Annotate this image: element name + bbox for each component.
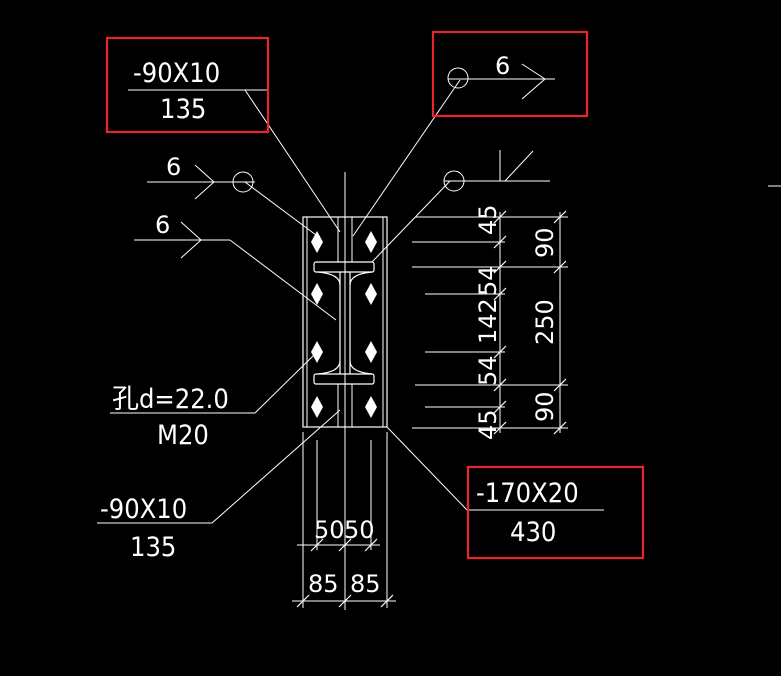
bottom-right-plate-label: -170X20	[476, 478, 579, 509]
leader-right-weld	[371, 150, 550, 263]
weld-size-left-lower: 6	[155, 211, 170, 239]
bolt-marker	[311, 341, 323, 363]
leader-bolt-hole: 孔d=22.0 M20	[110, 354, 315, 451]
dim-right-inner-2: 54	[474, 265, 502, 296]
bolt-spec-label: M20	[157, 420, 209, 451]
bolt-marker	[365, 396, 377, 418]
highlight-box-top-left	[105, 36, 270, 134]
dim-bottom-inner-1: 50	[314, 516, 345, 544]
right-dimension-chain: 45 54 142 54 45 90 250 90	[412, 204, 568, 440]
bolt-group	[311, 231, 377, 418]
i-beam-section	[313, 261, 375, 385]
bolt-marker	[365, 341, 377, 363]
bolt-marker	[311, 396, 323, 418]
weld-size-left-upper: 6	[166, 153, 181, 181]
dim-right-inner-1: 45	[474, 204, 502, 235]
dim-right-inner-4: 54	[474, 355, 502, 386]
stiffener-plates	[337, 216, 353, 428]
dim-right-inner-5: 45	[474, 409, 502, 440]
bolt-hole-label: 孔d=22.0	[112, 384, 229, 415]
bolt-marker	[365, 283, 377, 305]
dim-right-outer-1: 90	[531, 227, 559, 258]
top-left-length-label: 135	[160, 94, 206, 125]
dim-bottom-inner-2: 50	[344, 516, 375, 544]
bolt-marker	[365, 231, 377, 253]
dim-right-inner-3: 142	[474, 298, 502, 344]
bottom-dimension-chain: 50 50 85 85	[292, 432, 396, 608]
dim-bottom-outer-2: 85	[350, 570, 381, 598]
weld-size-top-right: 6	[495, 52, 510, 80]
bottom-left-plate-label: -90X10	[100, 494, 187, 525]
leader-top-right-weld: 6	[352, 52, 555, 237]
leader-bottom-right-plate: -170X20 430	[386, 426, 604, 548]
leader-bottom-left-plate: -90X10 135	[97, 409, 341, 563]
bottom-left-length-label: 135	[130, 532, 176, 563]
bolt-marker	[311, 283, 323, 305]
highlight-box-bottom-right	[466, 465, 645, 560]
dim-right-outer-3: 90	[531, 391, 559, 422]
dim-bottom-outer-1: 85	[308, 570, 339, 598]
top-left-plate-label: -90X10	[133, 58, 220, 89]
leader-left-weld-upper: 6	[147, 153, 321, 239]
bolt-marker	[311, 231, 323, 253]
leader-left-weld-lower: 6	[134, 211, 337, 321]
highlight-box-top-right	[431, 30, 589, 118]
dim-right-outer-2: 250	[531, 299, 559, 345]
leader-top-left-plate: -90X10 135	[128, 58, 341, 233]
bottom-right-length-label: 430	[510, 517, 556, 548]
